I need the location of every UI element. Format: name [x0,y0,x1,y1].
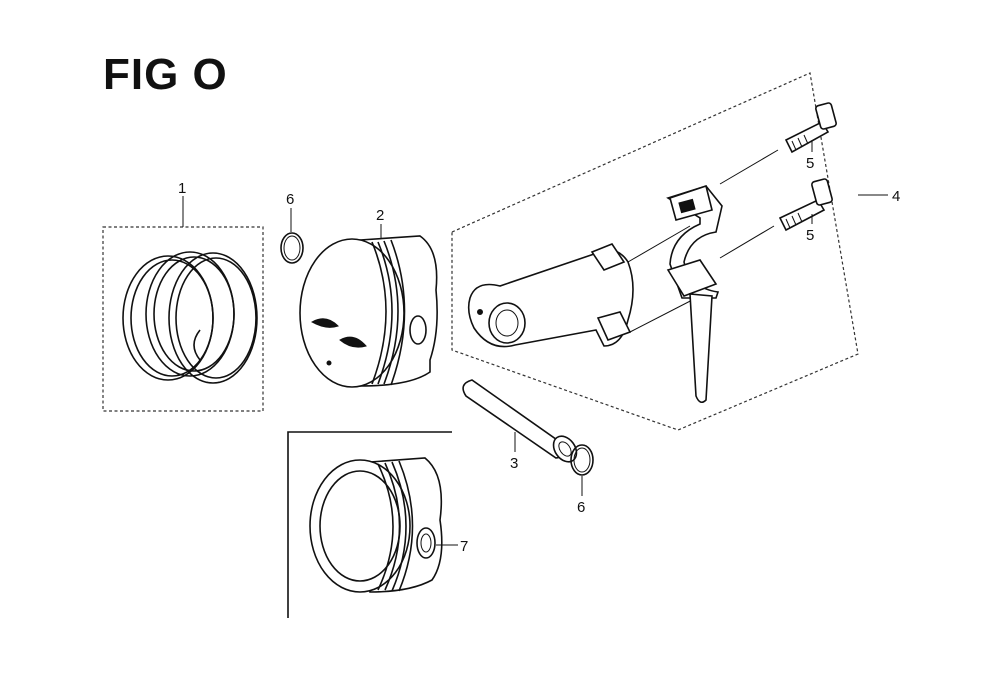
callout-5-upper: 5 [806,155,814,172]
rod-bolt-lower-group: 5 [719,178,833,259]
callout-1: 1 [178,180,186,197]
piston-icon [299,235,438,388]
callout-7: 7 [460,538,468,555]
circlip-icon [570,444,594,476]
rod-bolt-upper-group: 5 [719,102,837,185]
rod-cap-icon [666,184,723,404]
callout-6-lower: 6 [577,499,585,516]
pin-clip-upper-group: 6 [280,191,304,264]
piston-rings-icon [122,251,258,384]
callout-6-upper: 6 [286,191,294,208]
ring-set-group: 1 [102,180,264,412]
callout-4: 4 [892,188,900,205]
callout-5-lower: 5 [806,227,814,244]
callout-2: 2 [376,207,384,224]
circlip-icon [280,232,304,264]
piston-pin-group: 3 [462,379,578,472]
connecting-rod-icon [467,225,701,348]
figure-title: FIG O [103,50,228,99]
pin-clip-lower-group: 6 [570,444,594,516]
bolt-icon [778,178,833,232]
callout-3: 3 [510,455,518,472]
piston-group: 2 [299,207,438,388]
piston-alt-icon [309,457,443,593]
rod-assembly-frame [451,72,859,431]
ring-set-frame [102,226,264,412]
alt-detail-frame [287,431,452,618]
connecting-rod-group: 4 [451,72,900,431]
piston-alt-group: 7 [287,431,468,618]
bolt-icon [784,102,837,154]
piston-pin-icon [462,379,578,463]
